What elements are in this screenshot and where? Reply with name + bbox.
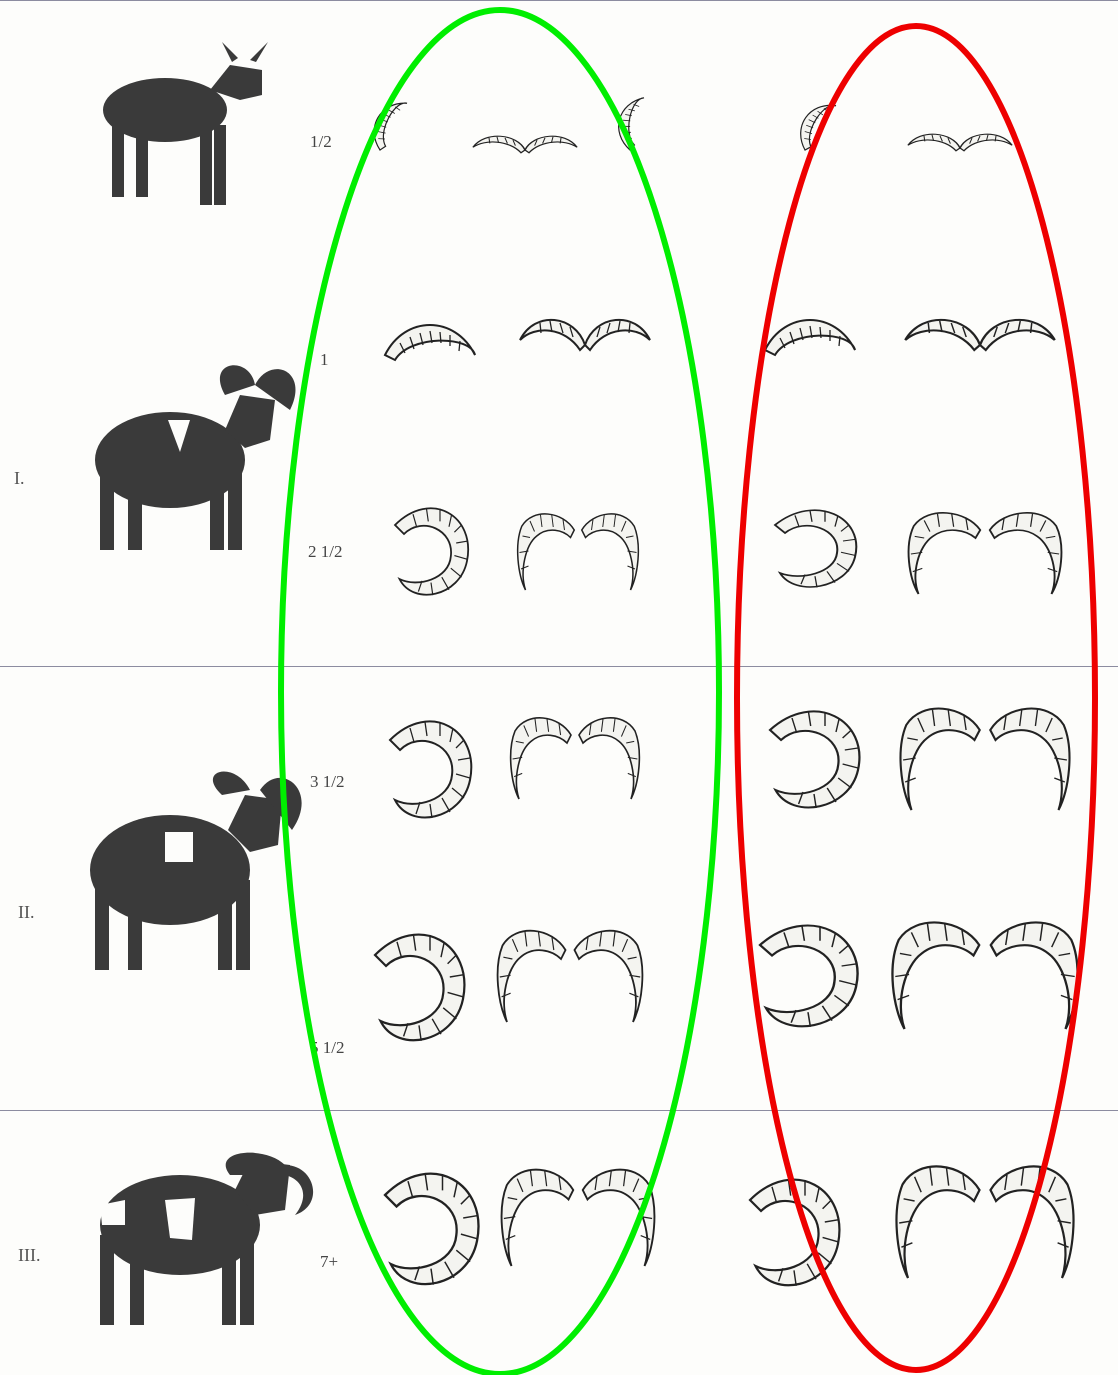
horn-row-one [385, 320, 1055, 360]
horn-row-seven-plus [385, 1166, 1073, 1285]
mouflon-ewe-silhouette [103, 42, 268, 205]
mouflon-ram-silhouette-3 [100, 1153, 313, 1325]
horn-row-two-half [395, 508, 1061, 595]
mouflon-ram-silhouette-2 [90, 771, 302, 970]
horn-row-three-half [390, 709, 1069, 818]
mouflon-ram-silhouette-1 [95, 365, 295, 550]
red-highlight-ellipse [737, 26, 1095, 1370]
horn-row-five-half [375, 922, 1078, 1040]
horn-row-half [364, 93, 1012, 153]
green-highlight-ellipse [281, 10, 719, 1374]
